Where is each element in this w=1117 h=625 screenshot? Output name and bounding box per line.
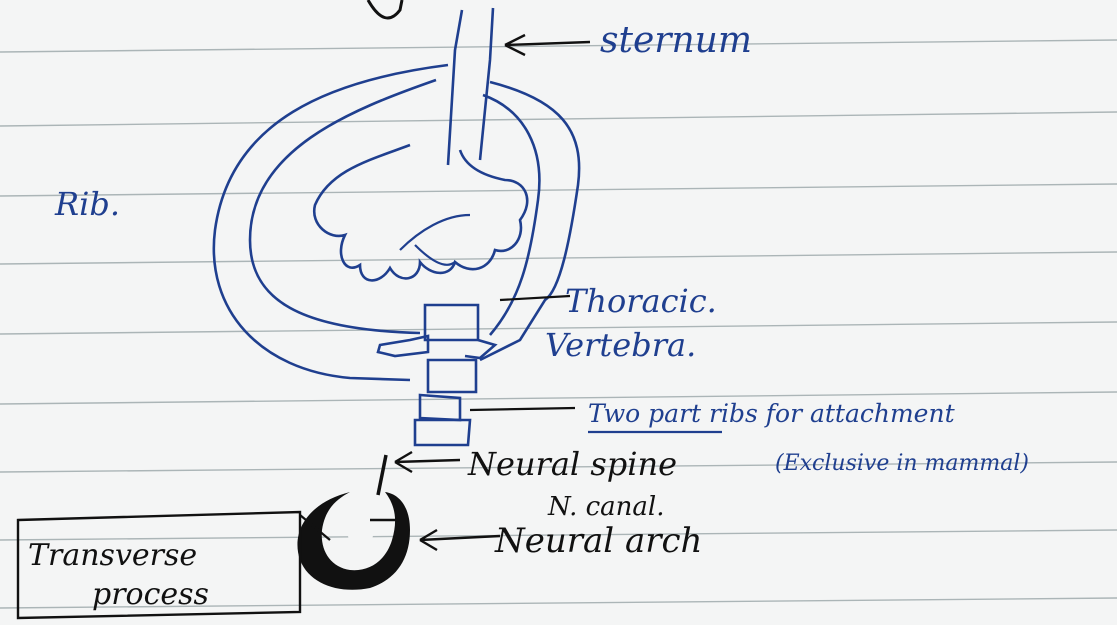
process-label: process <box>92 577 209 612</box>
exclusive-label: (Exclusive in mammal) <box>775 451 1029 476</box>
thoracic-pointer <box>500 296 570 300</box>
sternum-label: sternum <box>600 20 752 61</box>
neural-spine <box>378 455 386 495</box>
two-part-label: Two part ribs for attachment <box>588 399 956 428</box>
transverse-label: Transverse <box>28 538 197 573</box>
vertebra-label: Vertebra. <box>545 326 696 364</box>
rib-label: Rib. <box>54 185 120 223</box>
top-scribble <box>368 0 402 18</box>
n-canal-hole <box>348 510 374 552</box>
sternum <box>448 8 493 165</box>
rib-inner-left <box>250 80 436 333</box>
two-part-pointer <box>470 408 575 410</box>
thoracic-vertebra <box>378 305 495 445</box>
thoracic-label: Thoracic. <box>565 282 717 320</box>
neural-arch-label: Neural arch <box>494 521 702 561</box>
neural-spine-label: Neural spine <box>467 445 677 483</box>
n-canal-label: N. canal. <box>547 492 665 522</box>
viscera-inner <box>400 215 470 265</box>
